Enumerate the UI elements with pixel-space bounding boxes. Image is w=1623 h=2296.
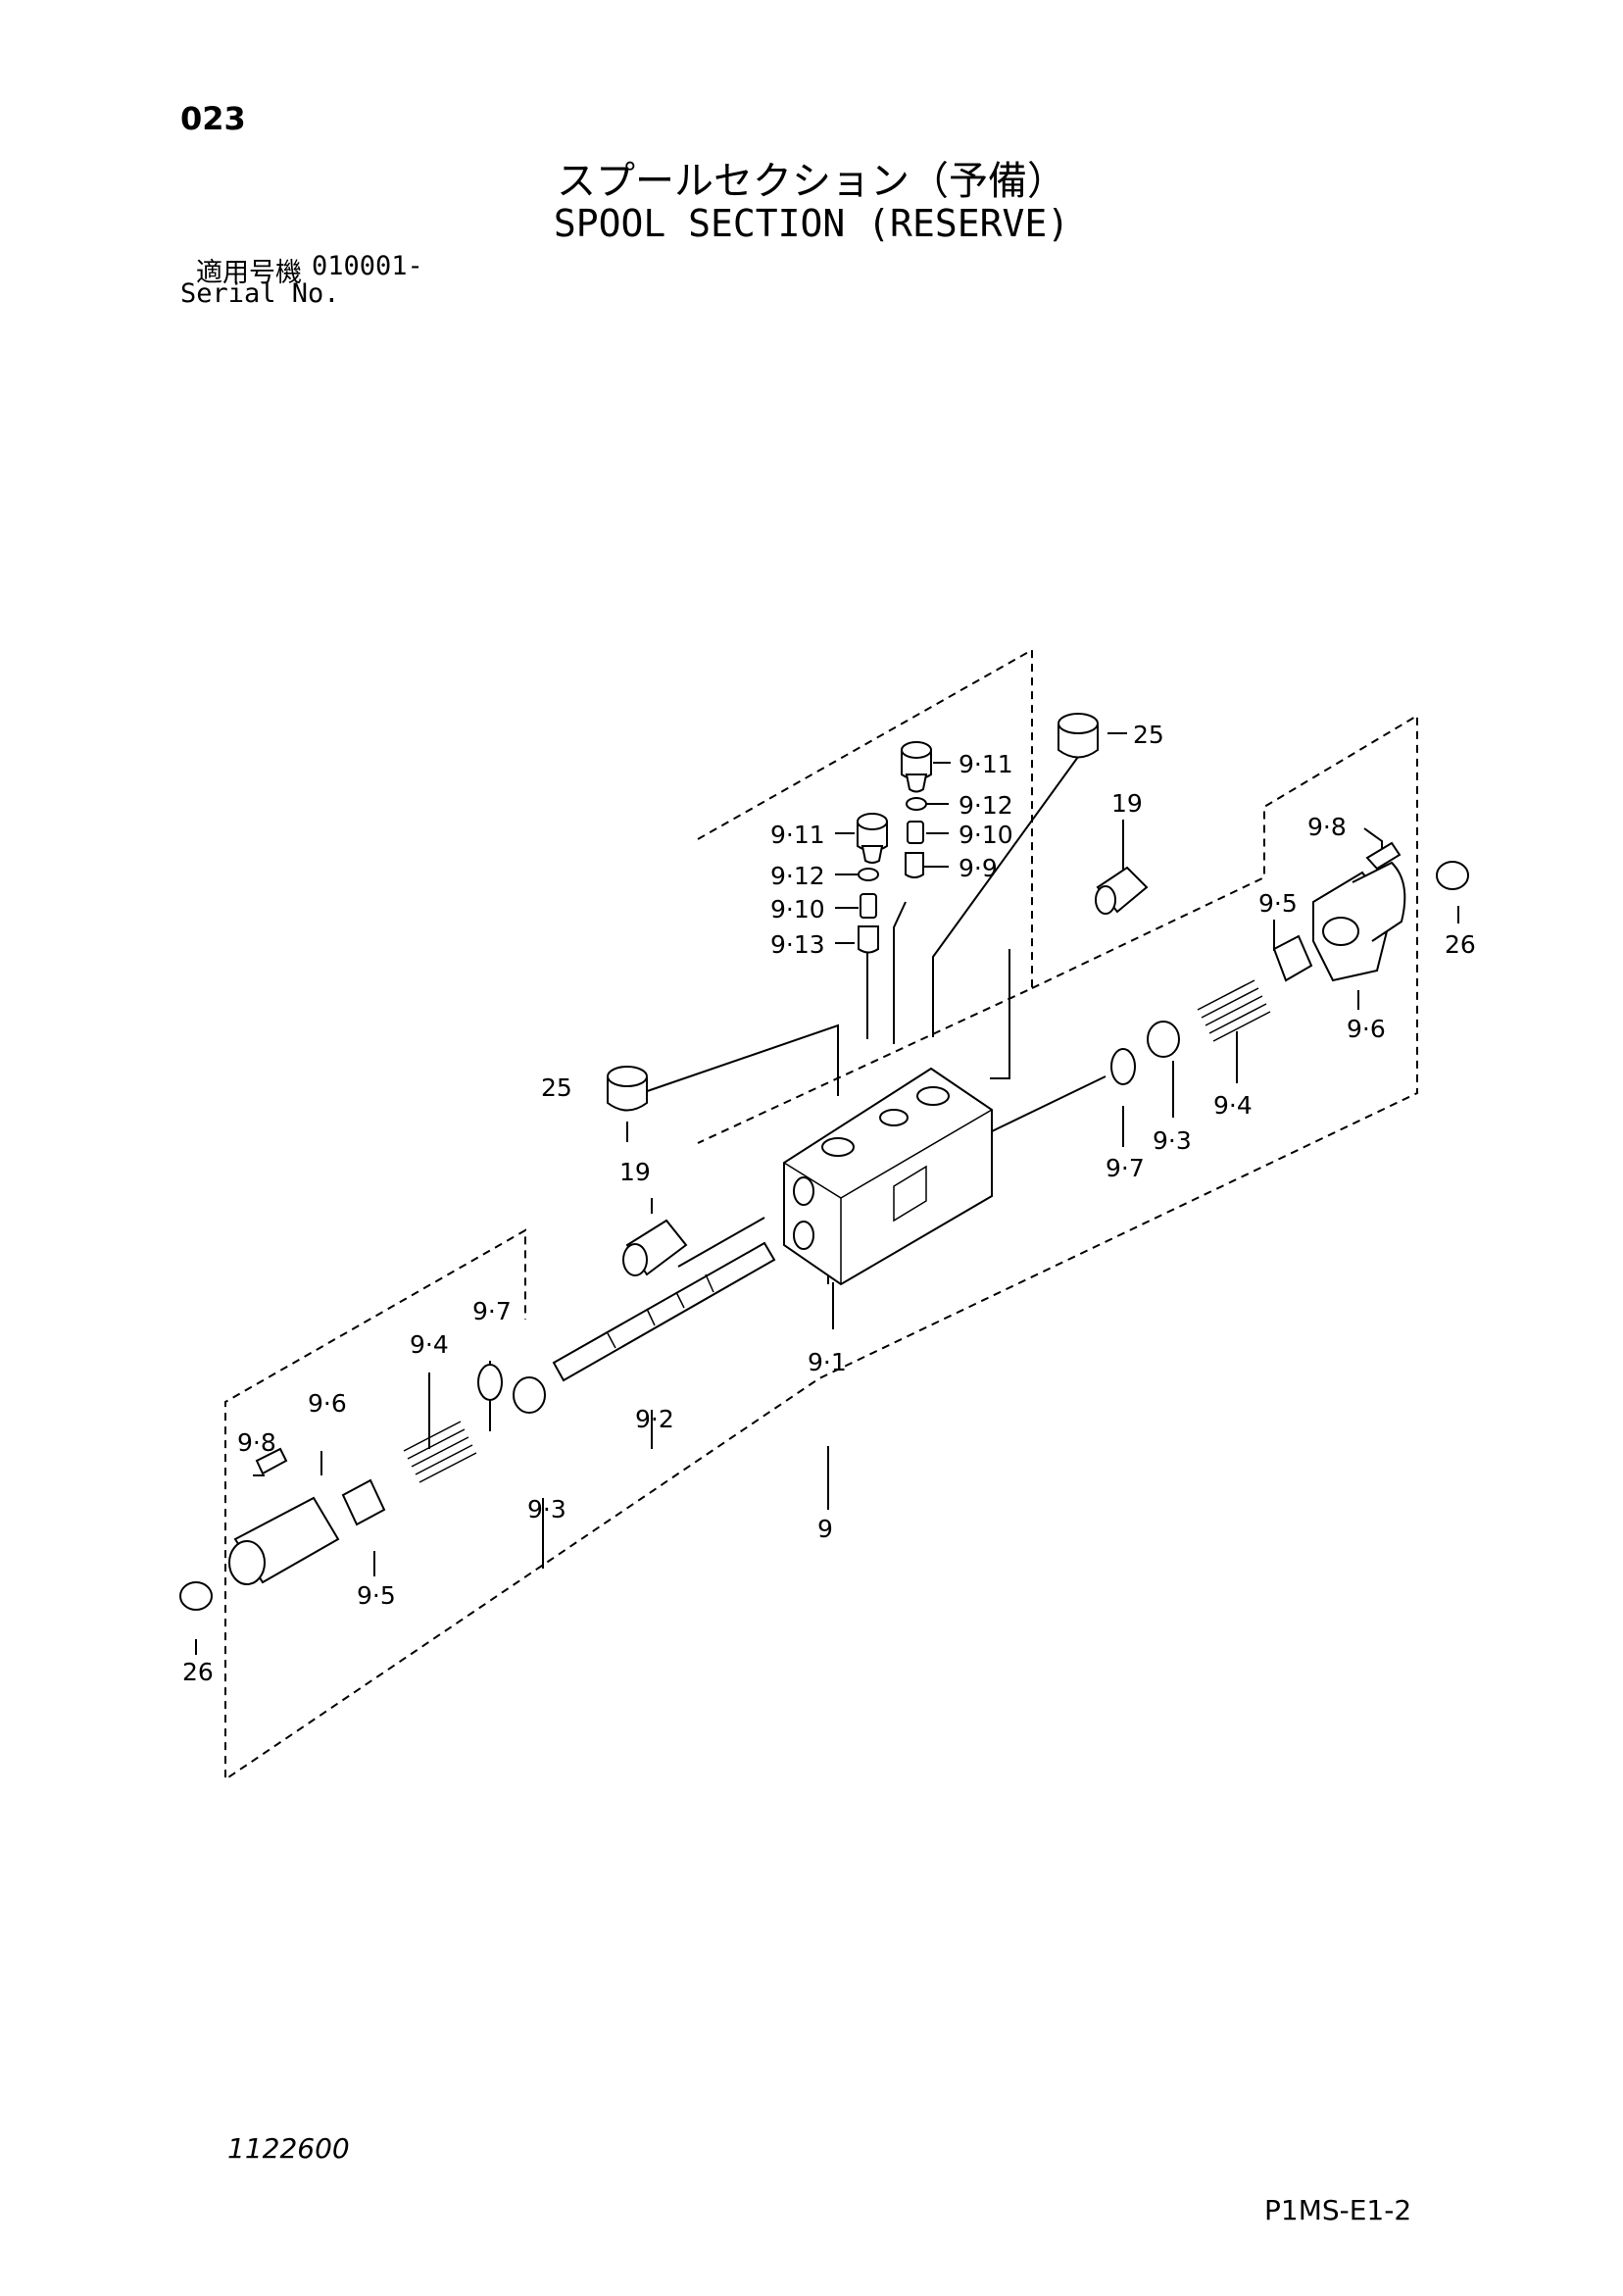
callout-9-11-left: 9·11	[770, 821, 825, 849]
callout-9-11-right: 9·11	[959, 750, 1013, 778]
callout-9-6-right: 9·6	[1347, 1015, 1386, 1043]
callout-9-3-left: 9·3	[527, 1495, 566, 1523]
serial-label-english: Serial No.	[180, 278, 340, 309]
callout-25-top: 25	[1133, 721, 1164, 749]
retainer-9-3-right	[1147, 1021, 1180, 1058]
retainer-9-3-left	[513, 1376, 546, 1414]
page-code: P1MS-E1-2	[1264, 2194, 1412, 2226]
callout-9-4-left: 9·4	[410, 1330, 449, 1359]
callout-26-right: 26	[1445, 930, 1476, 959]
callout-9-5-right: 9·5	[1258, 889, 1298, 918]
callout-9-10-right: 9·10	[959, 821, 1013, 849]
plug-25-left	[607, 1066, 648, 1112]
fitting-19-left	[622, 1219, 688, 1276]
title-english: SPOOL SECTION (RESERVE)	[553, 202, 1070, 245]
callout-9-10-left: 9·10	[770, 895, 825, 923]
callout-9-6-left: 9·6	[308, 1389, 347, 1418]
parts	[179, 713, 1469, 1611]
o-ring-9-12-left	[858, 868, 879, 881]
fitting-19-top	[1095, 866, 1149, 915]
callout-9: 9	[817, 1515, 833, 1543]
boundary-outer	[224, 714, 1418, 1781]
o-ring-9-7-right	[1110, 1048, 1136, 1085]
spring-9-4-right	[1197, 979, 1271, 1042]
callout-9-5-left: 9·5	[357, 1581, 396, 1610]
callout-9-13: 9·13	[770, 930, 825, 959]
plug-9-11-right	[901, 741, 932, 793]
callout-9-8-left: 9·8	[237, 1428, 276, 1457]
valve-body-9-1	[783, 1067, 993, 1286]
title-japanese: スプールセクション（予備）	[557, 159, 1066, 204]
retainer-9-5-right	[1272, 934, 1313, 982]
spool-9-2	[552, 1241, 776, 1382]
callout-9-3-right: 9·3	[1153, 1126, 1192, 1155]
callout-9-7-left: 9·7	[472, 1297, 512, 1325]
poppet-9-13	[858, 925, 879, 954]
o-ring-9-7-left	[477, 1364, 503, 1401]
callout-labels: 9·11 9·12 9·10 9·9 9·11 9·12 9·10 9·13 2…	[182, 721, 1476, 1686]
page-number: 023	[180, 100, 246, 137]
drawing-number: 1122600	[227, 2132, 350, 2165]
cover-9-6-left	[228, 1496, 340, 1585]
plug-9-11-left	[857, 813, 888, 864]
poppet-9-9	[905, 852, 924, 878]
callout-9-12-right: 9·12	[959, 791, 1013, 820]
plug-26-left	[179, 1581, 213, 1611]
callout-9-7-right: 9·7	[1106, 1154, 1145, 1182]
callout-9-1: 9·1	[808, 1348, 847, 1376]
retainer-9-5-left	[341, 1478, 386, 1526]
callout-9-2: 9·2	[635, 1405, 674, 1433]
callout-19-left: 19	[619, 1158, 651, 1186]
o-ring-9-12-right	[906, 797, 927, 811]
plug-26-right	[1436, 861, 1469, 890]
plug-25-top	[1057, 713, 1099, 759]
callout-9-12-left: 9·12	[770, 862, 825, 890]
spring-9-4-left	[403, 1421, 477, 1483]
callout-9-8-right: 9·8	[1307, 813, 1347, 841]
bolt-9-8-left	[255, 1447, 288, 1475]
callout-9-4-right: 9·4	[1213, 1091, 1253, 1120]
serial-label-japanese: 適用号機	[196, 258, 302, 288]
cover-9-6-right	[1312, 861, 1406, 982]
bolt-9-8-right	[1365, 841, 1402, 871]
callout-25-left: 25	[541, 1073, 572, 1102]
serial-number: 010001-	[312, 251, 423, 281]
callout-19-top: 19	[1111, 789, 1143, 818]
spring-9-10-right	[907, 821, 924, 844]
callout-26-left: 26	[182, 1658, 214, 1686]
spring-9-10-left	[860, 893, 877, 919]
callout-9-9: 9·9	[959, 854, 998, 882]
